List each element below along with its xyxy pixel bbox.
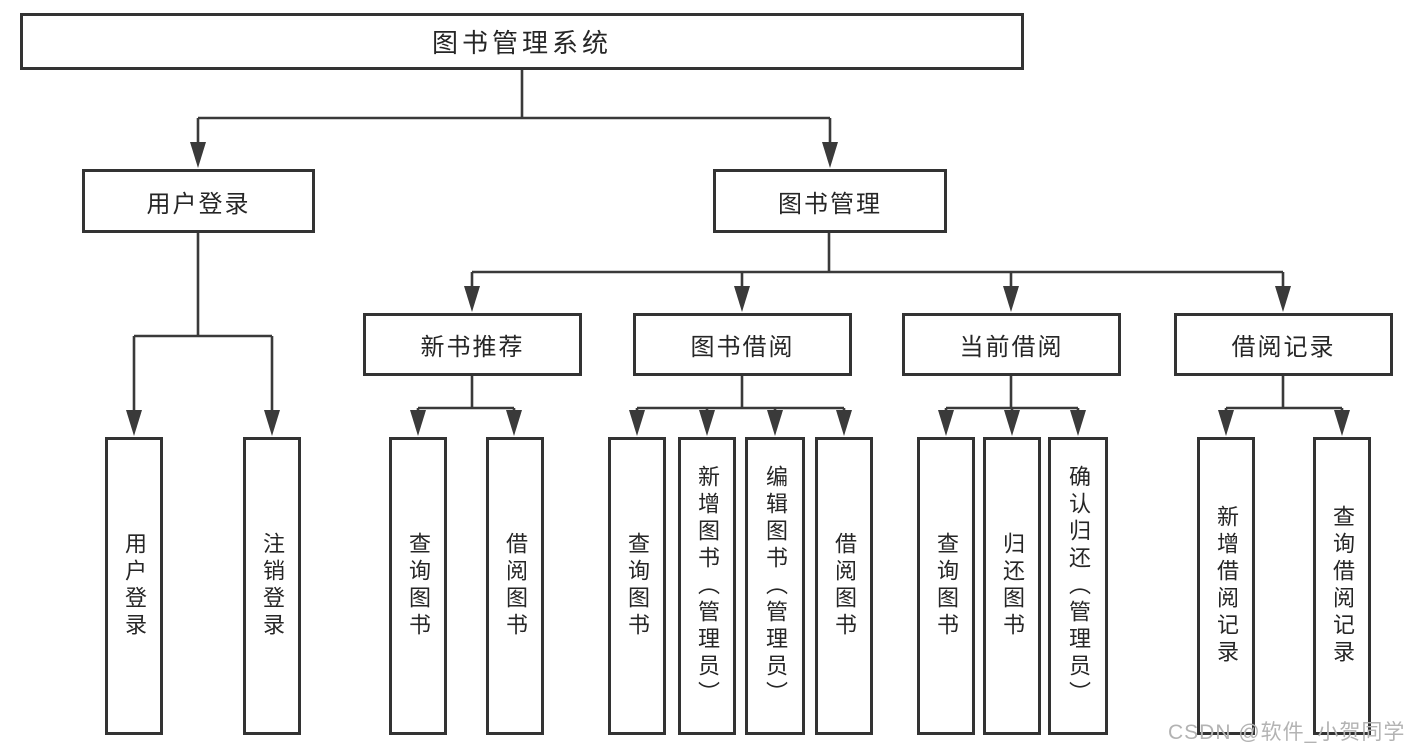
node-library-management-system: 图书管理系统 [20, 13, 1024, 70]
node-borrowing-records: 借阅记录 [1174, 313, 1393, 376]
node-new-book-recommendation: 新书推荐 [363, 313, 582, 376]
csdn-watermark: CSDN @软件_小贺同学 [1168, 721, 1405, 744]
node-cb-query-books: 查询图书 [917, 437, 975, 735]
node-user-login-leaf: 用户登录 [105, 437, 163, 735]
node-cb-confirm-return-admin: 确认归还（管理员） [1048, 437, 1108, 735]
node-current-borrowing: 当前借阅 [902, 313, 1121, 376]
node-bb-borrow-books: 借阅图书 [815, 437, 873, 735]
node-br-add-borrow-record: 新增借阅记录 [1197, 437, 1255, 735]
node-nbr-borrow-books: 借阅图书 [486, 437, 544, 735]
node-cb-return-books: 归还图书 [983, 437, 1041, 735]
node-logout-leaf: 注销登录 [243, 437, 301, 735]
node-user-login: 用户登录 [82, 169, 315, 233]
node-bb-query-books: 查询图书 [608, 437, 666, 735]
node-bb-add-books-admin: 新增图书（管理员） [678, 437, 736, 735]
node-br-query-borrow-record: 查询借阅记录 [1313, 437, 1371, 735]
node-bb-edit-books-admin: 编辑图书（管理员） [745, 437, 805, 735]
node-nbr-query-books: 查询图书 [389, 437, 447, 735]
node-book-management: 图书管理 [713, 169, 947, 233]
node-book-borrowing: 图书借阅 [633, 313, 852, 376]
